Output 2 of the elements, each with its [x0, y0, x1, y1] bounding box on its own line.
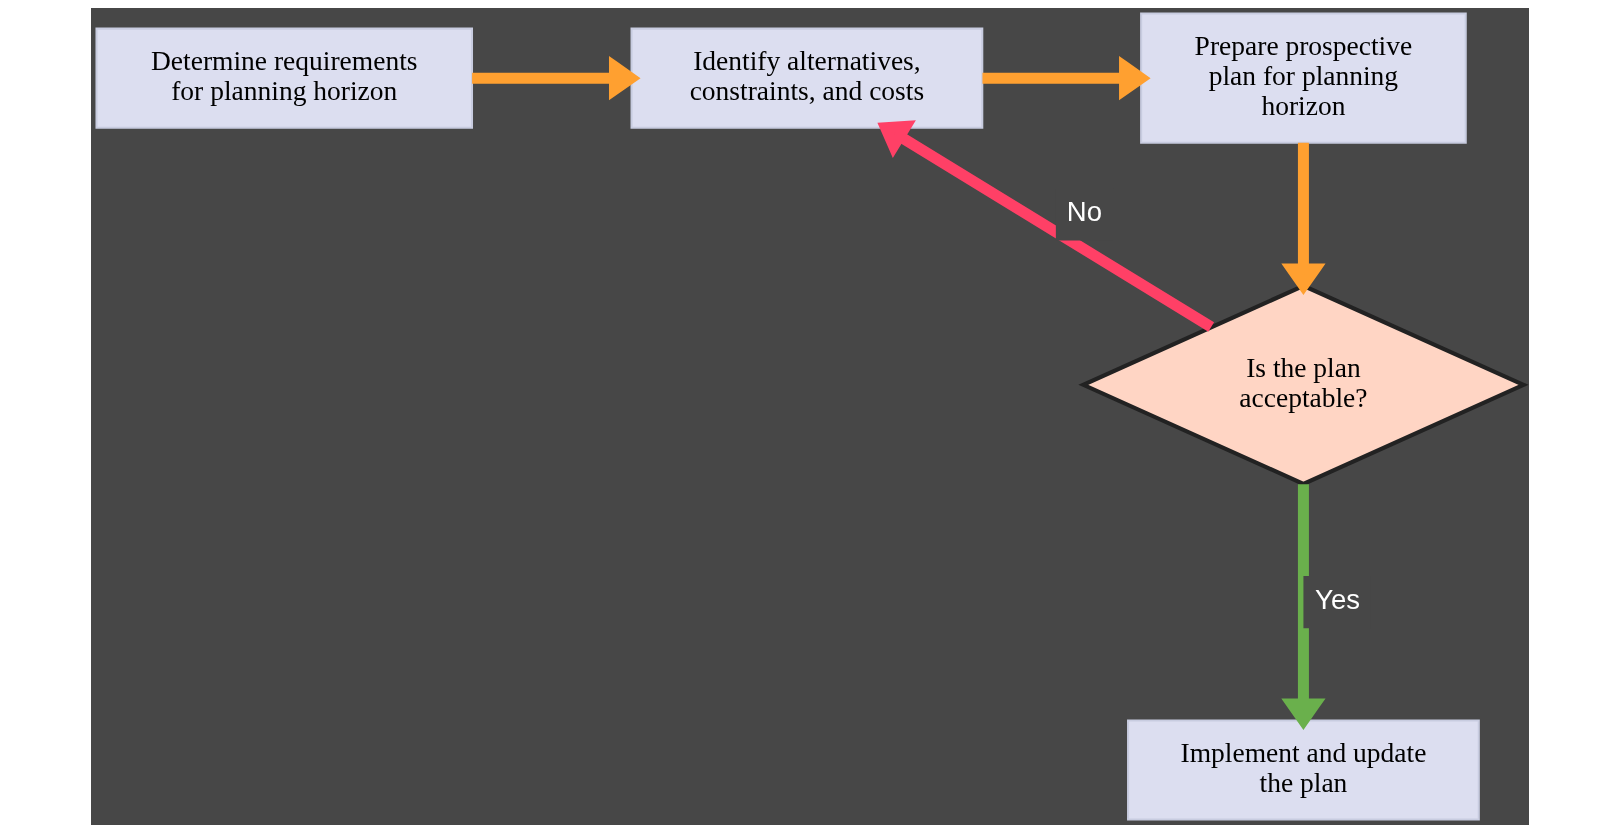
edge-label: Yes — [1314, 584, 1360, 616]
edge-label: No — [1066, 196, 1102, 228]
